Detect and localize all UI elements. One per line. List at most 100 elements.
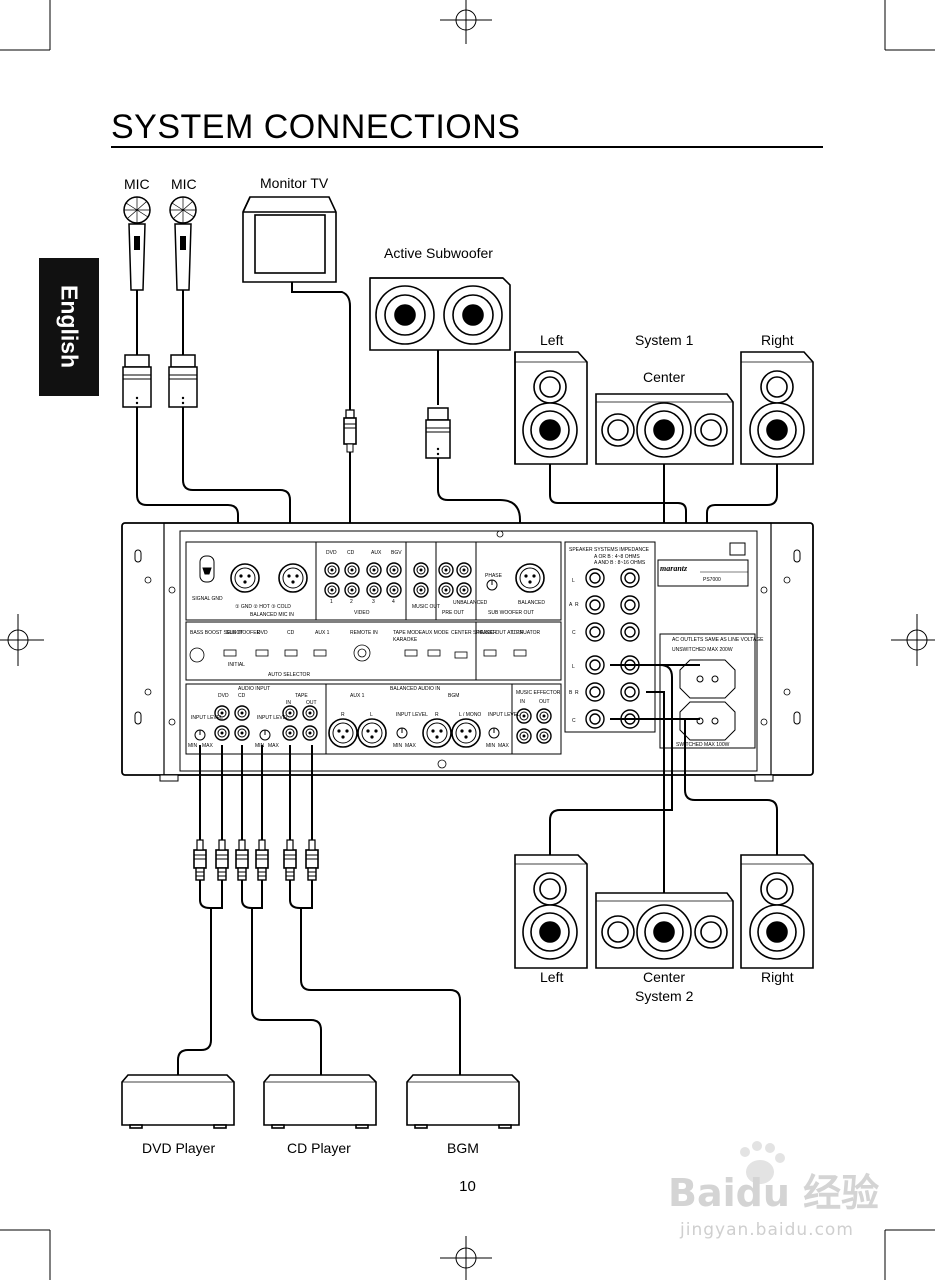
effector-out-label: OUT — [539, 699, 550, 705]
bgm-player-drawing — [406, 1074, 520, 1129]
sub-woofer-out-label: SUB WOOFER OUT — [488, 610, 534, 616]
system1-left-label: Left — [540, 332, 564, 348]
tape-label: TAPE — [295, 693, 308, 699]
aux-l-label: L — [370, 712, 373, 718]
video-num-4: 4 — [392, 599, 395, 605]
input-level-label-3: INPUT LEVEL — [396, 712, 428, 718]
language-tab — [39, 258, 99, 396]
max-label-1: MAX — [202, 743, 214, 749]
music-out-label: MUSIC OUT — [412, 604, 440, 610]
system1-center-speaker — [595, 393, 734, 465]
audio-cd-label: CD — [238, 693, 246, 699]
subwoofer-drawing — [369, 277, 511, 351]
aux-mode-label: AUX MODE — [422, 630, 449, 636]
ac-outlets — [679, 659, 736, 741]
cd-player-drawing — [263, 1074, 377, 1129]
balanced-audio-in-label: BALANCED AUDIO IN — [390, 686, 441, 692]
spk-l-a: L — [572, 578, 575, 584]
input-level-label-4: INPUT LEVEL — [488, 712, 520, 718]
switched-label: SWITCHED MAX 100W — [676, 742, 730, 748]
min-label-4: MIN — [486, 743, 496, 749]
spk-r-a: R — [575, 602, 579, 608]
min-label-1: MIN — [188, 743, 198, 749]
system2-right-speaker — [740, 854, 814, 969]
max-label-3: MAX — [405, 743, 417, 749]
phase-label: PHASE — [485, 573, 503, 579]
bgm-in-label: BGM — [448, 693, 459, 699]
input-level-label-2: INPUT LEVEL — [257, 715, 289, 721]
speaker-impedance-label: SPEAKER SYSTEMS IMPEDANCE — [569, 547, 650, 553]
min-label-3: MIN — [393, 743, 403, 749]
system1-left-speaker — [514, 351, 588, 465]
system1-title: System 1 — [635, 332, 694, 348]
impedance-a-label: A OR B : 4~8 OHMS — [594, 554, 640, 560]
dvd-mode-label: DVD — [257, 630, 268, 636]
lpf-label: L.P.F — [512, 630, 523, 636]
system1-center-label: Center — [643, 369, 686, 385]
watermark-url: jingyan.baidu.com — [680, 1220, 854, 1240]
video-num-2: 2 — [350, 599, 353, 605]
cd-player-label: CD Player — [287, 1140, 351, 1156]
auto-selector-label: AUTO SELECTOR — [268, 672, 310, 678]
music-out-att-label: MUSIC OUT ATTENUATOR — [478, 630, 541, 636]
video-col-aux: AUX — [371, 550, 382, 556]
spk-a-label: A — [569, 602, 573, 608]
max-label-4: MAX — [498, 743, 510, 749]
system2-left-label: Left — [540, 969, 564, 985]
baidu-paw-icon — [740, 1141, 785, 1184]
bass-boost-label: BASS BOOST SELECT — [190, 630, 243, 636]
unbalanced-label: UNBALANCED — [453, 600, 488, 606]
mic-2-label: MIC — [171, 176, 197, 192]
video-label: VIDEO — [354, 610, 370, 616]
mic-1-drawing — [122, 196, 152, 408]
aux-mode-label-short: AUX 1 — [315, 630, 330, 636]
system2-right-label: Right — [761, 969, 794, 985]
video-col-dvd: DVD — [326, 550, 337, 556]
tape-out-label: OUT — [306, 700, 317, 706]
ac-outlets-label: AC OUTLETS SAME AS LINE VOLTAGE — [672, 637, 764, 643]
video-col-bgv: BGV — [391, 550, 402, 556]
center-speaker-label: CENTER SPEAKER — [451, 630, 497, 636]
system1-right-speaker — [740, 351, 814, 465]
effector-in-label: IN — [520, 699, 525, 705]
mic-1-label: MIC — [124, 176, 150, 192]
initial-label: INITIAL — [228, 662, 245, 668]
impedance-ab-label: A AND B : 8~16 OHMS — [594, 560, 646, 566]
tape-in-label: IN — [286, 700, 291, 706]
language-tab-label: English — [56, 285, 83, 369]
l-mono-label: L / MONO — [459, 712, 481, 718]
system2-center-speaker — [595, 892, 734, 969]
active-subwoofer-label: Active Subwoofer — [384, 245, 493, 261]
title-rule — [111, 146, 823, 148]
dvd-player-label: DVD Player — [142, 1140, 216, 1156]
video-num-1: 1 — [330, 599, 333, 605]
music-effector-label: MUSIC EFFECTOR — [516, 690, 561, 696]
aux-r-label: R — [341, 712, 345, 718]
input-level-label-1: INPUT LEVEL — [191, 715, 223, 721]
bgm-r-label: R — [435, 712, 439, 718]
system1-right-label: Right — [761, 332, 794, 348]
spk-c-b: C — [572, 718, 576, 724]
balanced-label: BALANCED — [518, 600, 545, 606]
page-number: 10 — [459, 1178, 476, 1195]
aux1-label: AUX 1 — [350, 693, 365, 699]
tv-video-plug — [343, 409, 357, 453]
monitor-tv-drawing — [242, 196, 337, 283]
sub-woofer-label: SUB WOOFER — [226, 630, 261, 636]
cd-mode-label: CD — [287, 630, 295, 636]
system2-left-speaker — [514, 854, 588, 969]
remote-in-label: REMOTE IN — [350, 630, 378, 636]
video-num-3: 3 — [372, 599, 375, 605]
karaoke-label: KARAOKE — [393, 637, 418, 643]
model-label: PS7000 — [703, 577, 721, 583]
page-title: SYSTEM CONNECTIONS — [111, 108, 521, 146]
system2-center-label: Center — [643, 969, 686, 985]
spk-l-b: L — [572, 664, 575, 670]
gnd-hot-cold-label: ① GND ② HOT ③ COLD — [235, 604, 291, 610]
spk-c-a: C — [572, 630, 576, 636]
monitor-tv-label: Monitor TV — [260, 175, 329, 191]
spk-b-label: B — [569, 690, 573, 696]
balanced-mic-in-label: BALANCED MIC IN — [250, 612, 294, 618]
